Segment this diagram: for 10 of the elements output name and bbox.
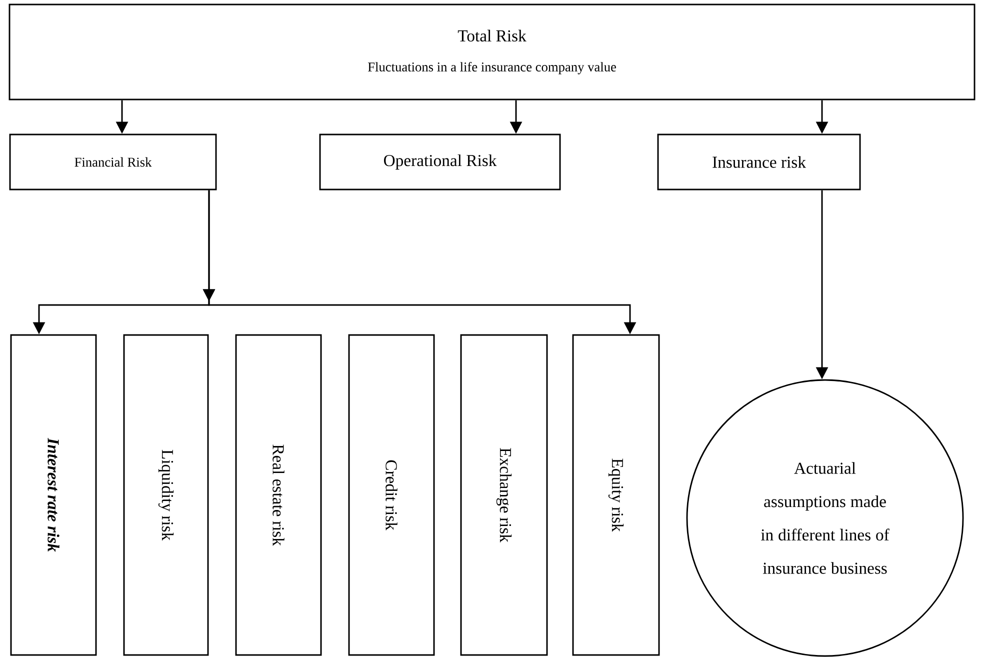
risk-box: Exchange risk: [460, 334, 548, 656]
risk-box: Credit risk: [348, 334, 435, 656]
risk-box: Liquidity risk: [123, 334, 209, 656]
category-box: Insurance risk: [657, 134, 861, 190]
risk-box: Interest rate risk: [10, 334, 97, 656]
category-box: Operational Risk: [319, 134, 561, 190]
heading-box: Total Risk Fluctuations in a life insurance company value: [8, 4, 976, 100]
risk-box: Equity risk: [572, 334, 660, 656]
risk-box: Real estate risk: [235, 334, 322, 656]
category-box: Financial Risk: [9, 134, 217, 190]
